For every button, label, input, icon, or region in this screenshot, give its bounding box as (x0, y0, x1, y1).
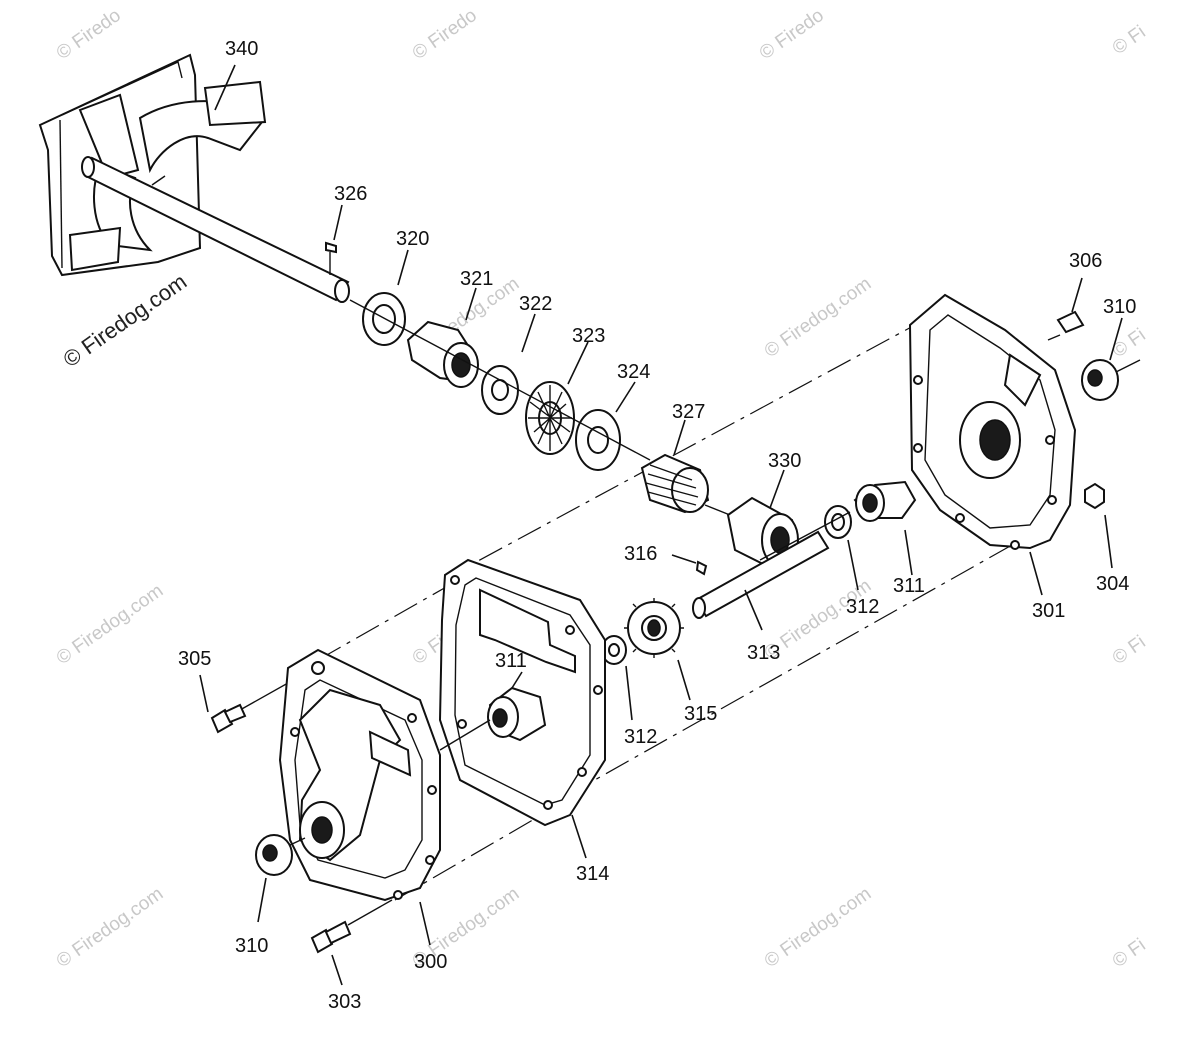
part-number-313: 313 (747, 642, 780, 664)
watermark-dark: © Firedog.com (59, 269, 192, 372)
part-number-323: 323 (572, 325, 605, 347)
leader-lines (199, 64, 1123, 986)
watermark: © Firedog.com (53, 883, 167, 972)
part-number-315: 315 (684, 703, 717, 725)
part-number-310: 310 (1103, 296, 1136, 318)
part-number-311: 311 (893, 575, 925, 597)
watermark: © Firedog.com (53, 580, 167, 669)
watermark: © Fi (1109, 22, 1150, 59)
shear-pin-part (325, 241, 337, 275)
watermark: © Fi (1109, 935, 1150, 972)
watermark: © Firedog.com (761, 883, 875, 972)
watermark: © Firedo (409, 5, 481, 64)
part-number-330: 330 (768, 450, 801, 472)
auger-shaft-part (38, 53, 350, 303)
part-number-322: 322 (519, 293, 552, 315)
part-number-305: 305 (178, 648, 211, 670)
part-number-306: 306 (1069, 250, 1102, 272)
part-number-311: 311 (495, 650, 527, 672)
shaft-hardware (349, 292, 917, 665)
part-number-303: 303 (328, 991, 361, 1013)
part-number-304: 304 (1096, 573, 1129, 595)
part-number-316: 316 (624, 543, 657, 565)
part-number-312: 312 (846, 596, 879, 618)
part-number-312: 312 (624, 726, 657, 748)
part-number-321: 321 (460, 268, 493, 290)
part-number-340: 340 (225, 38, 258, 60)
part-number-324: 324 (617, 361, 650, 383)
right-housing-part (908, 293, 1119, 550)
watermark: © Firedog.com (761, 273, 875, 362)
part-number-300: 300 (414, 951, 447, 973)
watermark: © Firedo (756, 5, 828, 64)
assembly-lines (239, 317, 1141, 901)
part-number-310: 310 (235, 935, 268, 957)
left-housing-part (210, 648, 441, 954)
part-number-326: 326 (334, 183, 367, 205)
gasket-part (438, 558, 606, 827)
watermark: © Fi (1109, 632, 1150, 669)
part-number-314: 314 (576, 863, 609, 885)
part-labels: 340 326 320 321 322 323 324 327 330 306 … (178, 38, 1136, 1013)
part-number-301: 301 (1032, 600, 1065, 622)
part-number-327: 327 (672, 401, 705, 423)
part-number-320: 320 (396, 228, 429, 250)
watermark: © Firedo (53, 5, 125, 64)
